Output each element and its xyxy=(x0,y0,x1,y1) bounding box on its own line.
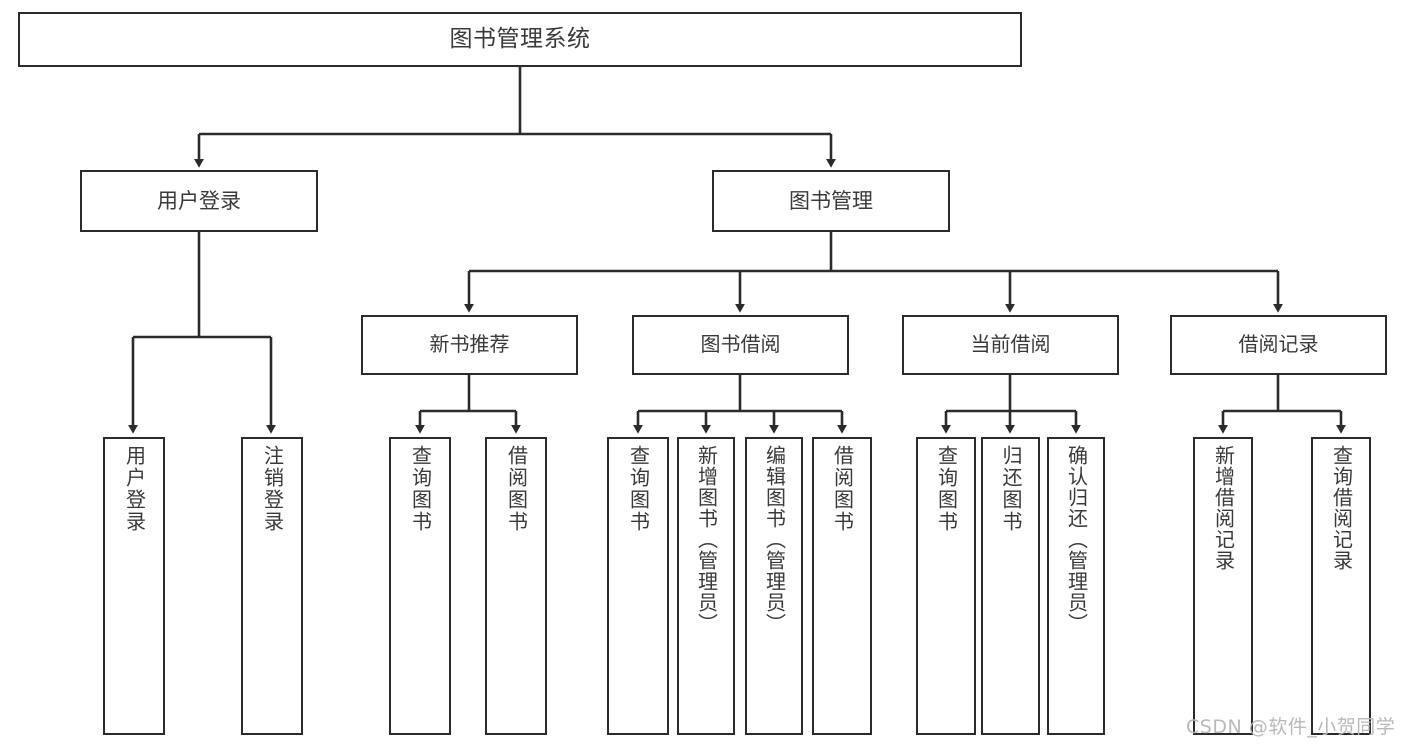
leaf-label: 用户登录 xyxy=(122,445,147,533)
leaf-label: 查询图书 xyxy=(934,445,959,533)
node-book-management[interactable]: 图书管理 xyxy=(712,170,950,232)
leaf-label: 归还图书 xyxy=(999,445,1023,533)
node-current-borrow[interactable]: 当前借阅 xyxy=(902,315,1119,375)
node-book-borrow[interactable]: 图书借阅 xyxy=(632,315,849,375)
node-new-book-recommend[interactable]: 新书推荐 xyxy=(361,315,578,375)
node-label: 借阅记录 xyxy=(1238,332,1319,357)
node-label: 当前借阅 xyxy=(970,332,1051,357)
node-label: 新书推荐 xyxy=(429,332,510,357)
node-root-system[interactable]: 图书管理系统 xyxy=(18,12,1022,67)
leaf-label: 确认归还（管理员） xyxy=(1064,445,1089,634)
leaf-label: 注销登录 xyxy=(260,445,285,533)
node-borrow-record[interactable]: 借阅记录 xyxy=(1170,315,1387,375)
node-user-login[interactable]: 用户登录 xyxy=(80,170,318,232)
leaf-add-borrow-record[interactable]: 新增借阅记录 xyxy=(1193,437,1253,735)
leaf-add-book-admin[interactable]: 新增图书（管理员） xyxy=(677,437,735,735)
leaf-query-book-recommend[interactable]: 查询图书 xyxy=(389,437,451,735)
leaf-edit-book-admin[interactable]: 编辑图书（管理员） xyxy=(745,437,803,735)
leaf-logout-login[interactable]: 注销登录 xyxy=(241,437,303,735)
leaf-return-book[interactable]: 归还图书 xyxy=(981,437,1040,735)
leaf-label: 借阅图书 xyxy=(830,445,855,533)
node-label: 图书借阅 xyxy=(700,332,781,357)
leaf-label: 新增借阅记录 xyxy=(1211,445,1236,571)
leaf-label: 查询图书 xyxy=(626,445,651,533)
leaf-query-borrow-record[interactable]: 查询借阅记录 xyxy=(1311,437,1371,735)
leaf-confirm-return-admin[interactable]: 确认归还（管理员） xyxy=(1047,437,1105,735)
leaf-borrow-book[interactable]: 借阅图书 xyxy=(812,437,872,735)
leaf-label: 新增图书（管理员） xyxy=(694,445,719,634)
leaf-query-book-borrow[interactable]: 查询图书 xyxy=(607,437,669,735)
leaf-user-login[interactable]: 用户登录 xyxy=(103,437,165,735)
leaf-label: 查询借阅记录 xyxy=(1329,445,1354,571)
leaf-borrow-book-recommend[interactable]: 借阅图书 xyxy=(485,437,547,735)
leaf-label: 查询图书 xyxy=(408,445,433,533)
leaf-label: 编辑图书（管理员） xyxy=(762,445,787,634)
node-label: 图书管理系统 xyxy=(449,25,591,52)
node-label: 用户登录 xyxy=(157,188,241,213)
leaf-label: 借阅图书 xyxy=(504,445,529,533)
csdn-watermark: CSDN @软件_小贺同学 xyxy=(1186,716,1396,738)
leaf-query-book-current[interactable]: 查询图书 xyxy=(916,437,976,735)
node-label: 图书管理 xyxy=(789,188,873,213)
